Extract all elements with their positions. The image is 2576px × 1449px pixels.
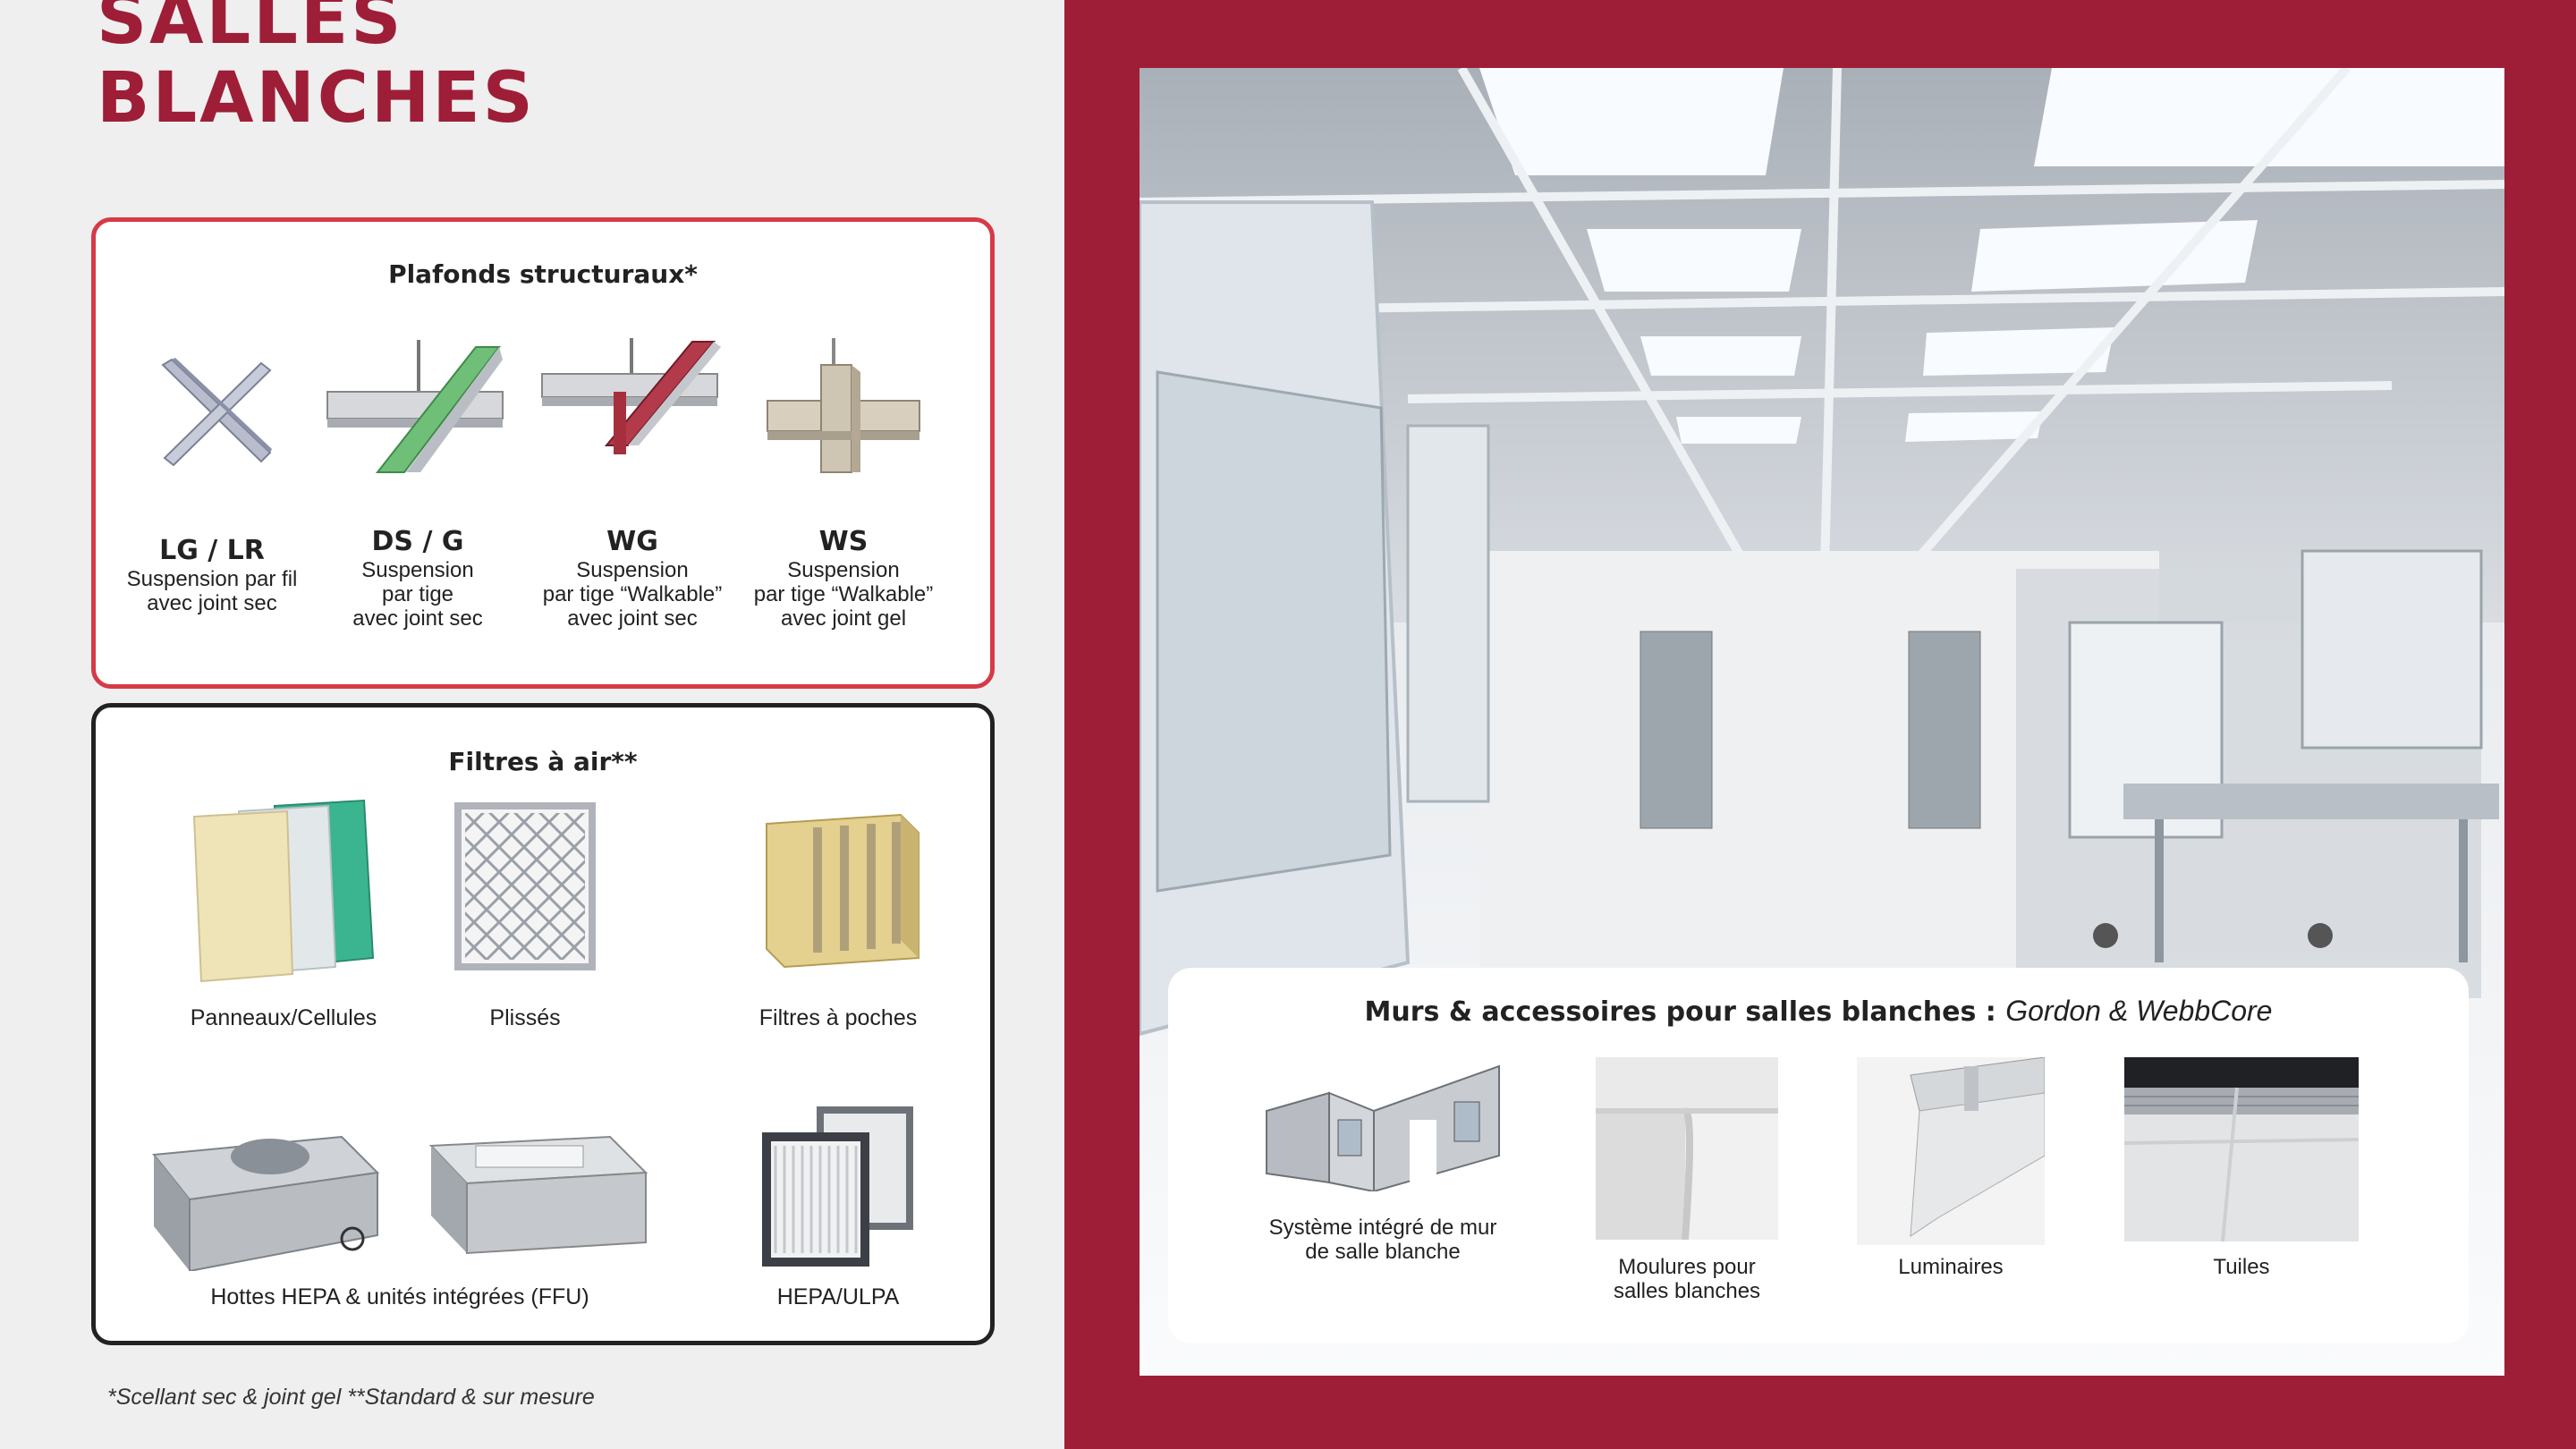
filter-label: Plissés [489,1005,561,1030]
filter-label: HEPA/ULPA [776,1284,900,1309]
ceiling-item-ds-g: DS / G Suspension par tige avec joint se… [319,338,516,631]
ceiling-code: WS [818,526,869,557]
ceiling-desc-2: par tige “Walkable” [753,582,934,606]
title-line-1: SALLES [97,0,404,60]
ceiling-item-lg-lr: LG / LR Suspension par fil avec joint se… [123,347,301,615]
walls-heading: Murs & accessoires pour salles blanches … [1168,995,2469,1028]
walls-heading-text: Murs & accessoires pour salles blanches … [1364,996,1996,1028]
ceiling-item-wg: WG Suspension par tige “Walkable” avec j… [525,338,740,631]
cross-grid-icon [161,358,272,467]
filter-label: Hottes HEPA & unités intégrées (FFU) [210,1284,589,1309]
wall-item-molding: Moulures pour salles blanches [1580,1057,1794,1303]
ceiling-code: WG [606,526,658,557]
footnote: *Scellant sec & joint gel **Standard & s… [107,1385,595,1410]
wall-label-1: Système intégré de mur [1268,1216,1497,1240]
page-title: SALLES BLANCHES [97,0,536,138]
wall-label-1: Moulures pour [1618,1255,1756,1279]
tee-grid-green-icon [326,340,504,473]
pleated-filter-icon [454,802,596,970]
wall-item-luminaire: Luminaires [1848,1056,2054,1279]
tile-icon [2123,1057,2360,1242]
ceiling-code: LG / LR [159,535,265,566]
hepa-hood-icon [152,1135,380,1271]
wall-item-system: Système intégré de mur de salle blanche [1258,1057,1508,1264]
ceiling-desc-1: Suspension [361,558,474,582]
wall-label-2: de salle blanche [1305,1240,1461,1264]
ceiling-desc-3: avec joint sec [352,606,483,631]
filter-item-pleated: Plissés [409,797,641,1031]
ceiling-item-ws: WS Suspension par tige “Walkable” avec j… [736,338,951,631]
ceiling-desc-1: Suspension [576,558,689,582]
tee-grid-red-icon [541,338,721,454]
filter-label: Panneaux/Cellules [190,1005,377,1030]
bag-filter-icon [766,813,919,969]
ceiling-desc-2: par tige “Walkable” [542,582,723,606]
ceiling-desc-2: par tige [381,582,454,606]
ceiling-desc-3: avec joint gel [780,606,907,631]
wall-label-2: salles blanches [1613,1279,1761,1303]
hepa-ulpa-icon [762,1106,913,1267]
title-line-2: BLANCHES [97,58,536,139]
ffu-icon [428,1135,648,1255]
molding-icon [1596,1057,1778,1241]
ceiling-code: DS / G [371,526,464,557]
panel-filter-icon [192,799,375,983]
filter-item-bag: Filtres à poches [713,797,963,1031]
wall-label-1: Luminaires [1898,1255,2004,1279]
filter-item-hepa-ulpa: HEPA/ULPA [713,1092,963,1310]
filter-item-hepa-hood: Hottes HEPA & unités intégrées (FFU) [131,1092,668,1310]
ceiling-desc-1: Suspension [787,558,900,582]
tee-grid-gel-icon [767,338,920,473]
luminaire-icon [1857,1056,2046,1245]
ceiling-desc-2: avec joint sec [147,591,277,615]
wall-item-tile: Tuiles [2116,1057,2367,1279]
filter-item-panels: Panneaux/Cellules [149,797,418,1031]
walls-card: Murs & accessoires pour salles blanches … [1168,968,2469,1343]
wall-label-1: Tuiles [2213,1255,2270,1279]
ceilings-heading: Plafonds structuraux* [388,259,698,289]
filter-label: Filtres à poches [758,1005,918,1030]
walls-brand: Gordon & WebbCore [2005,995,2273,1027]
ceilings-card: Plafonds structuraux* LG / LR Suspension… [91,217,995,689]
wall-system-icon [1266,1064,1500,1193]
ceiling-desc-1: Suspension par fil [126,567,298,591]
filters-card: Filtres à air** Panneaux/Cellules Plissé… [91,703,995,1345]
ceiling-desc-3: avec joint sec [567,606,698,631]
filters-heading: Filtres à air** [448,747,638,776]
